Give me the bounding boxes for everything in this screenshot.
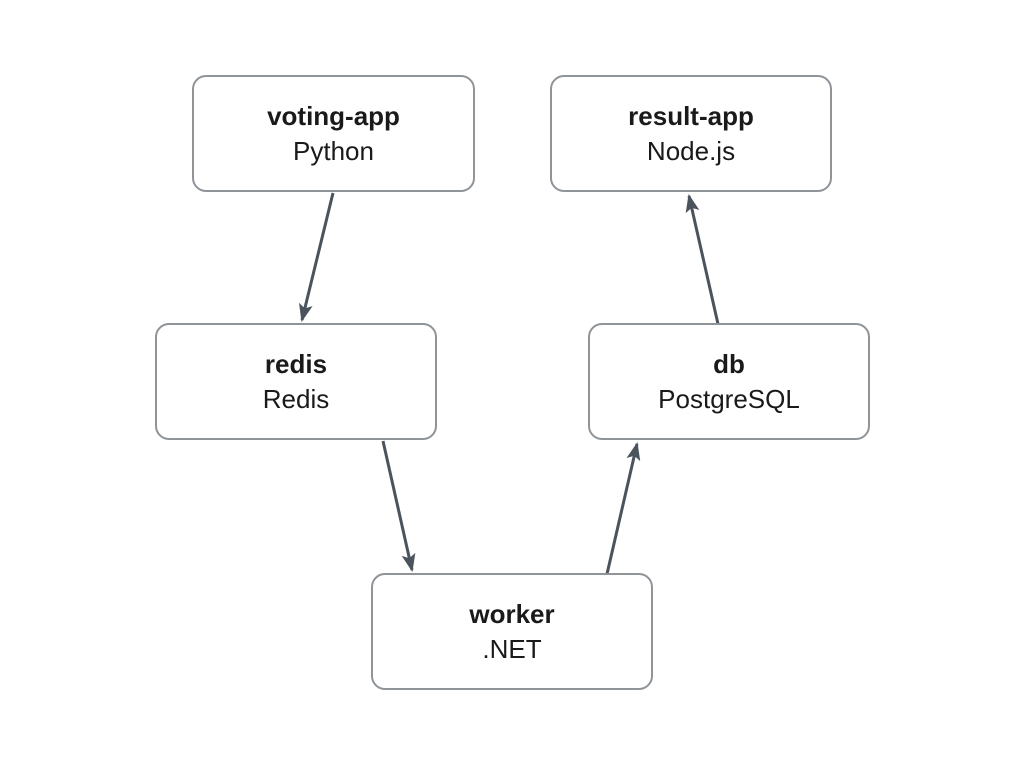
node-redis-label: redis — [264, 349, 328, 379]
node-worker-sublabel: .NET — [482, 633, 542, 664]
node-result-app-sublabel: Node.js — [646, 135, 736, 166]
edge-worker-to-db — [605, 442, 641, 575]
node-redis-sublabel: Redis — [262, 383, 330, 414]
node-voting-app-sublabel: Python — [293, 135, 374, 166]
node-voting-app-label: voting-app — [267, 101, 400, 131]
edge-redis-to-worker — [381, 440, 416, 572]
edge-db-to-result-app — [685, 194, 720, 325]
node-redis: redis Redis — [155, 323, 437, 440]
node-db-label: db — [713, 349, 745, 379]
node-worker: worker .NET — [371, 573, 653, 690]
node-voting-app: voting-app Python — [192, 75, 475, 192]
node-db: db PostgreSQL — [588, 323, 870, 440]
node-result-app: result-app Node.js — [550, 75, 832, 192]
node-result-app-label: result-app — [628, 101, 754, 131]
node-db-sublabel: PostgreSQL — [658, 383, 800, 414]
edge-voting-app-to-redis — [298, 192, 335, 322]
node-worker-label: worker — [469, 599, 555, 629]
